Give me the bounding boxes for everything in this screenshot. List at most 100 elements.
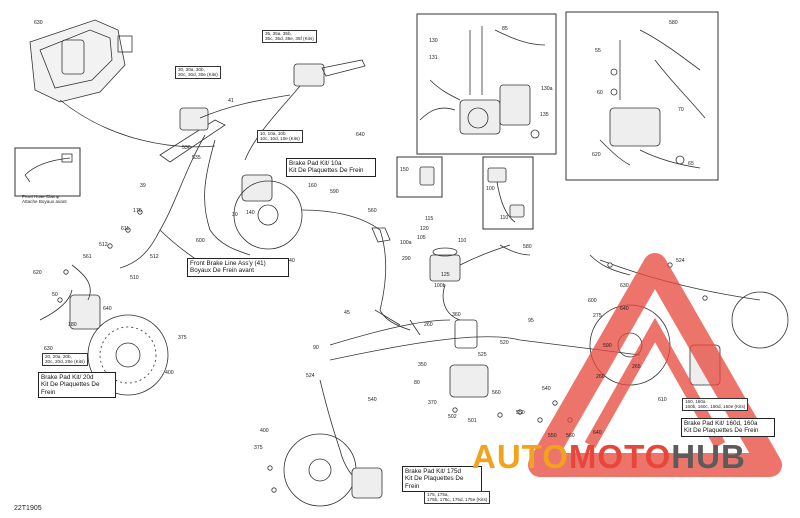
hose-clamp-line: Front Hose Clamp bbox=[22, 194, 60, 199]
part-ref: 290 bbox=[402, 256, 411, 262]
kit-box-10: 10, 10a, 10b 10c, 10d, 10e (Kits) bbox=[257, 130, 303, 143]
kit-line: 35, 35a, 35b, bbox=[265, 31, 292, 36]
part-ref: 110 bbox=[500, 215, 509, 221]
part-ref: 55 bbox=[595, 48, 601, 54]
part-ref: 110 bbox=[458, 238, 467, 244]
part-ref: 502 bbox=[448, 414, 457, 420]
kit-box-175: 175, 175a, 175b, 175c, 175d, 175e (Kits) bbox=[424, 491, 491, 504]
kit-line: 175b, 175c, 175d, 175e (Kits) bbox=[427, 497, 488, 503]
part-ref: 85 bbox=[502, 26, 508, 32]
kit-line: 30, 30a, 30b, bbox=[178, 67, 205, 72]
part-ref: 630 bbox=[620, 283, 629, 289]
callout-line: Kit De Plaquettes De Frein bbox=[289, 167, 364, 175]
kit-line: 175, 175a, bbox=[427, 492, 449, 497]
callout-brake-pad-160d: Brake Pad Kit/ 160d, 160a Kit De Plaquet… bbox=[681, 418, 775, 437]
part-ref: 560 bbox=[368, 208, 377, 214]
kit-line: 20, 20a, 20b, bbox=[45, 354, 72, 359]
hose-clamp-label: Front Hose Clamp Attache Boyaux avant bbox=[22, 194, 67, 205]
part-ref: 600 bbox=[588, 298, 597, 304]
part-ref: 580 bbox=[523, 244, 532, 250]
kit-line: 160b, 160c, 160d, 160e (Kits) bbox=[685, 404, 746, 410]
callout-line: Kit De Plaquettes De Frein bbox=[405, 475, 464, 490]
part-ref: 540 bbox=[368, 397, 377, 403]
part-ref: 100b bbox=[434, 283, 446, 289]
part-ref: 400 bbox=[260, 428, 269, 434]
part-ref: 550 bbox=[548, 433, 557, 439]
part-ref: 180 bbox=[68, 322, 77, 328]
part-ref: 501 bbox=[468, 418, 477, 424]
part-ref: 610 bbox=[658, 397, 667, 403]
part-ref: 540 bbox=[542, 386, 551, 392]
kit-line: 10, 10a, 10b bbox=[260, 131, 286, 136]
kit-box-20: 20, 20a, 20b, 20c, 20d, 20e (Kits) bbox=[42, 353, 88, 366]
part-ref: 140 bbox=[246, 210, 255, 216]
hose-clamp-line: Attache Boyaux avant bbox=[22, 199, 67, 205]
part-ref: 524 bbox=[306, 373, 315, 379]
callout-brake-pad-10a: Brake Pad Kit/ 10a Kit De Plaquettes De … bbox=[286, 158, 376, 177]
callout-line: Front Brake Line Ass'y (41) bbox=[190, 260, 266, 267]
part-ref: 260 bbox=[596, 374, 605, 380]
part-ref: 560 bbox=[492, 390, 501, 396]
part-ref: 80 bbox=[414, 380, 420, 386]
part-ref: 265 bbox=[632, 364, 641, 370]
part-ref: 536 bbox=[182, 145, 191, 151]
part-ref: 150 bbox=[400, 167, 409, 173]
part-ref: 30 bbox=[232, 212, 238, 218]
kit-line: 35c, 35d, 35e, 35f (Kits) bbox=[265, 36, 314, 42]
part-ref: 39 bbox=[140, 183, 146, 189]
kit-box-35: 35, 35a, 35b, 35c, 35d, 35e, 35f (Kits) bbox=[262, 30, 317, 43]
part-ref: 90 bbox=[313, 345, 319, 351]
part-ref: 620 bbox=[33, 270, 42, 276]
callout-line: Boyaux De Frein avant bbox=[190, 267, 255, 275]
kit-line: 10c, 10d, 10e (Kits) bbox=[260, 136, 300, 142]
callout-line: Brake Pad Kit/ 10a bbox=[289, 160, 342, 167]
part-ref: 600 bbox=[196, 238, 205, 244]
watermark-hub: HUB bbox=[671, 438, 746, 475]
part-ref: 561 bbox=[83, 254, 92, 260]
part-ref: 115 bbox=[425, 216, 434, 222]
callout-brake-pad-175d: Brake Pad Kit/ 175d Kit De Plaquettes De… bbox=[402, 466, 482, 493]
part-ref: 510 bbox=[130, 275, 139, 281]
part-ref: 630 bbox=[34, 20, 43, 26]
part-ref: 100 bbox=[486, 186, 495, 192]
callout-line: Brake Pad Kit/ 160d, 160a bbox=[684, 420, 758, 427]
part-ref: 400 bbox=[165, 370, 174, 376]
part-ref: 524 bbox=[676, 258, 685, 264]
part-ref: 260 bbox=[424, 322, 433, 328]
part-ref: 560 bbox=[566, 433, 575, 439]
part-ref: 50 bbox=[52, 292, 58, 298]
part-ref: 60 bbox=[597, 90, 603, 96]
part-ref: 41 bbox=[228, 98, 234, 104]
kit-line: 160, 160a bbox=[685, 399, 706, 404]
part-ref: 70 bbox=[678, 107, 684, 113]
part-ref: 370 bbox=[428, 400, 437, 406]
kit-line: 20c, 20d, 20e (Kits) bbox=[45, 359, 85, 365]
callout-brake-pad-20d: Brake Pad Kit/ 20d Kit De Plaquettes De … bbox=[38, 372, 116, 399]
part-ref: 375 bbox=[178, 335, 187, 341]
callout-line: Kit De Plaquettes De Frein bbox=[684, 427, 759, 435]
part-ref: 611 bbox=[121, 226, 130, 232]
part-ref: 512 bbox=[99, 242, 108, 248]
part-ref: 525 bbox=[478, 352, 487, 358]
part-ref: 590 bbox=[330, 189, 339, 195]
watermark-text: AUTOMOTOHUB bbox=[472, 438, 746, 476]
part-ref: 360 bbox=[452, 312, 461, 318]
part-ref: 640 bbox=[103, 306, 112, 312]
callout-line: Brake Pad Kit/ 20d bbox=[41, 374, 94, 381]
part-ref: 120 bbox=[420, 226, 429, 232]
part-ref: 550 bbox=[516, 410, 525, 416]
part-ref: 135 bbox=[540, 112, 549, 118]
part-ref: 580 bbox=[669, 20, 678, 26]
part-ref: 350 bbox=[418, 362, 427, 368]
part-ref: 375 bbox=[254, 445, 263, 451]
callout-front-brake-line: Front Brake Line Ass'y (41) Boyaux De Fr… bbox=[187, 258, 289, 277]
document-id: 22T1905 bbox=[14, 505, 42, 512]
part-ref: 40 bbox=[289, 258, 295, 264]
part-ref: 630 bbox=[44, 346, 53, 352]
part-ref: 45 bbox=[344, 310, 350, 316]
part-ref: 65 bbox=[688, 161, 694, 167]
part-ref: 512 bbox=[150, 254, 159, 260]
part-ref: 95 bbox=[528, 318, 534, 324]
